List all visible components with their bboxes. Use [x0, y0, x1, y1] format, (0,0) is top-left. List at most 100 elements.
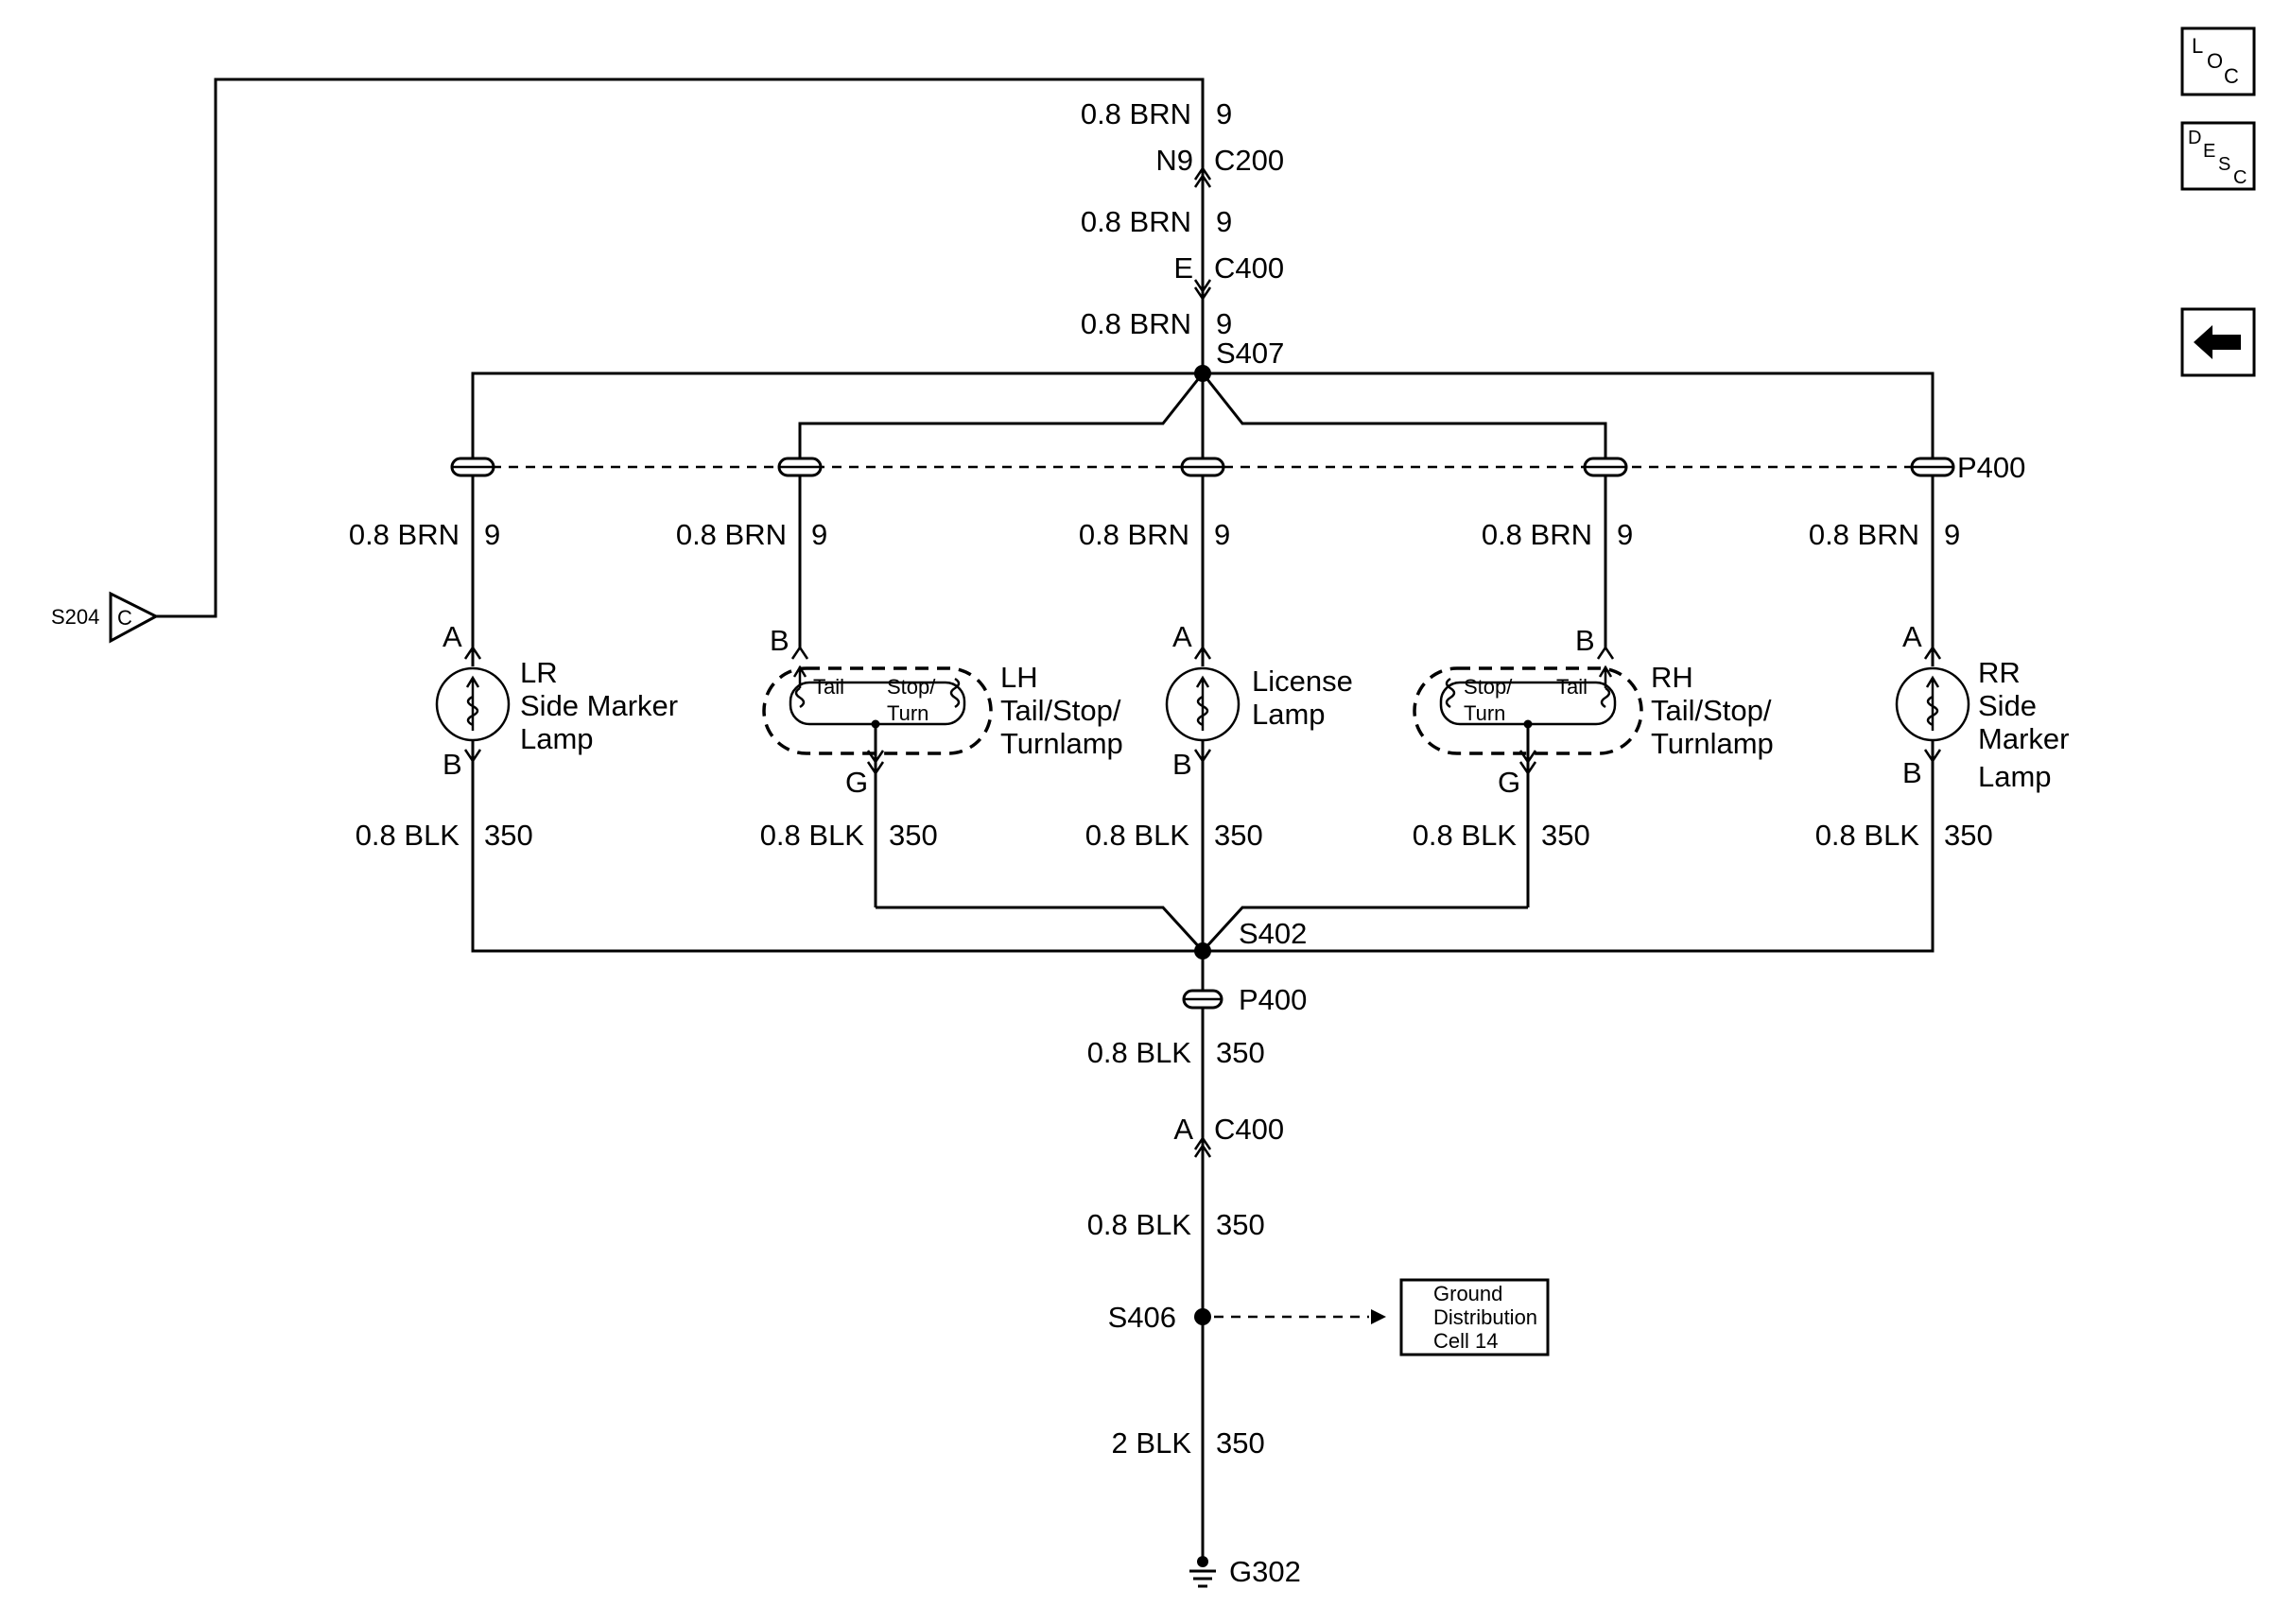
wire-circuit-label: 9: [811, 518, 827, 551]
wire-circuit-label: 350: [1216, 1426, 1265, 1460]
filament-icon: [1445, 677, 1456, 709]
link-arrow-icon: [1371, 1309, 1386, 1324]
pin-connector-symbol: [463, 749, 482, 764]
lamp-name-line: Tail/Stop/: [1651, 694, 1772, 727]
ground-distribution-line: Cell 14: [1433, 1329, 1498, 1353]
pin-connector-symbol: [866, 750, 885, 776]
wire-gauge-label: 0.8 BRN: [1482, 518, 1592, 551]
wire-circuit-label: 9: [1214, 518, 1230, 551]
lamp-name-line: Lamp: [1252, 698, 1326, 731]
filament-label: Tail: [813, 675, 844, 699]
s407-bus-inner-right: [1201, 372, 1607, 648]
s407-bus-inner-left: [798, 372, 1205, 648]
pin-label: B: [442, 748, 462, 781]
loc-letter: C: [2224, 64, 2239, 88]
pin-label: G: [845, 766, 868, 799]
c400-label: C400: [1214, 1113, 1284, 1146]
ground-distribution-box[interactable]: [1399, 1278, 1550, 1356]
g302-label: G302: [1229, 1555, 1301, 1588]
ground-distribution-line: Distribution: [1433, 1305, 1537, 1329]
lamp-name-line: RH: [1651, 661, 1693, 694]
pin-label: G: [1498, 766, 1520, 799]
lamp-name-line: LR: [520, 656, 558, 689]
wire-gauge-label: 0.8 BLK: [1087, 1208, 1192, 1241]
p400-label: P400: [1239, 983, 1307, 1016]
lamp-name-line: Lamp: [1978, 760, 2052, 793]
filament-icon: [1598, 665, 1613, 709]
wire-gauge-label: 0.8 BRN: [1809, 518, 1919, 551]
pin-label: A: [442, 620, 462, 653]
s406-label: S406: [1108, 1301, 1176, 1334]
wire-gauge-label: 0.8 BRN: [349, 518, 460, 551]
pin-label: B: [1575, 624, 1595, 657]
filament-label: Stop/: [887, 675, 936, 699]
lamp-rr-side-marker: 0.8 BRN 9 A B RR Side Marker Lamp 0.8 BL…: [1809, 518, 2069, 950]
back-button[interactable]: [2180, 307, 2256, 377]
s406-splice-dot: [1194, 1308, 1211, 1325]
s204-pin-label: C: [117, 606, 132, 630]
wire-circuit-label: 350: [1214, 819, 1263, 852]
filament-label: Turn: [1464, 701, 1505, 725]
filament-icon: [465, 675, 480, 731]
dual-lamp-housing: [1413, 666, 1643, 755]
desc-button[interactable]: D E S C: [2180, 121, 2256, 191]
filament-icon: [1195, 675, 1210, 731]
lamp-lh-tail-stop-turn: 0.8 BRN 9 B Tail Stop/ Turn G LH Tail/St…: [676, 518, 1123, 907]
s204-pin-triangle: [109, 591, 160, 644]
c400-connector-symbol: [1193, 1135, 1212, 1158]
lamp-name-line: Tail/Stop/: [1000, 694, 1121, 727]
ground-distribution-line: Ground: [1433, 1282, 1502, 1305]
filament-icon: [949, 677, 961, 709]
desc-letter: C: [2233, 167, 2247, 188]
desc-letter: E: [2203, 141, 2215, 162]
lamp-name-line: Marker: [1978, 722, 2069, 755]
lamp-name-line: Turnlamp: [1000, 727, 1123, 760]
pin-label: B: [1172, 748, 1192, 781]
wire-gauge-label: 0.8 BLK: [1815, 819, 1920, 852]
wire-gauge-label: 0.8 BRN: [1081, 205, 1191, 238]
lamp-license: 0.8 BRN 9 A B License Lamp 0.8 BLK 350: [1079, 518, 1353, 950]
lamp-name-line: Side Marker: [520, 689, 678, 722]
wire-gauge-label: 0.8 BLK: [1085, 819, 1190, 852]
pin-label: B: [770, 624, 789, 657]
s407-label: S407: [1216, 337, 1284, 370]
loc-button[interactable]: L O C: [2180, 26, 2256, 96]
lamp-name-line: Turnlamp: [1651, 727, 1774, 760]
c400-pin-label: E: [1173, 251, 1193, 285]
dual-lamp-housing: [762, 666, 993, 755]
wire-gauge-label: 0.8 BLK: [1087, 1036, 1192, 1069]
pin-label: A: [1172, 620, 1192, 653]
ground-wiring: S402 P400 0.8 BLK 350 A C400 0.8 BLK 350…: [471, 906, 1935, 1588]
loc-icon[interactable]: [2180, 26, 2256, 96]
s204-wire: [156, 78, 1205, 618]
lamp-name-line: Lamp: [520, 722, 594, 755]
c400-pin-label: A: [1173, 1113, 1193, 1146]
pin-connector-symbol: [1596, 645, 1615, 660]
p400-connector-top: P400: [450, 451, 2025, 484]
wire-circuit-label: 9: [484, 518, 500, 551]
pin-label: A: [1902, 620, 1922, 653]
wire-circuit-label: 350: [1541, 819, 1590, 852]
wire-circuit-label: 350: [1216, 1208, 1265, 1241]
wire-circuit-label: 350: [1944, 819, 1993, 852]
desc-icon[interactable]: [2180, 121, 2256, 191]
p400-connector-bottom: P400: [1182, 983, 1307, 1016]
wire-gauge-label: 0.8 BLK: [356, 819, 460, 852]
filament-icon: [792, 665, 807, 709]
ground-point-dot: [1197, 1556, 1208, 1567]
lamp-name-line: RR: [1978, 656, 2021, 689]
wire-circuit-label: 9: [1944, 518, 1960, 551]
s402-bus-inner-right: [1201, 906, 1528, 953]
wire-gauge-label: 0.8 BLK: [760, 819, 865, 852]
wire-gauge-label: 0.8 BRN: [1079, 518, 1189, 551]
filament-icon: [1925, 675, 1940, 731]
wire-gauge-label: 0.8 BLK: [1413, 819, 1518, 852]
lamp-rh-tail-stop-turn: 0.8 BRN 9 B Stop/ Turn Tail G RH Tail/St…: [1413, 518, 1774, 907]
lamp-name-line: License: [1252, 665, 1353, 698]
p400-pins: [450, 457, 1955, 477]
loc-letter: L: [2192, 34, 2203, 58]
desc-letter: D: [2188, 128, 2201, 148]
c200-pin-label: N9: [1155, 144, 1193, 177]
pin-connector-symbol: [1923, 749, 1942, 764]
wire-gauge-label: 0.8 BRN: [1081, 307, 1191, 340]
